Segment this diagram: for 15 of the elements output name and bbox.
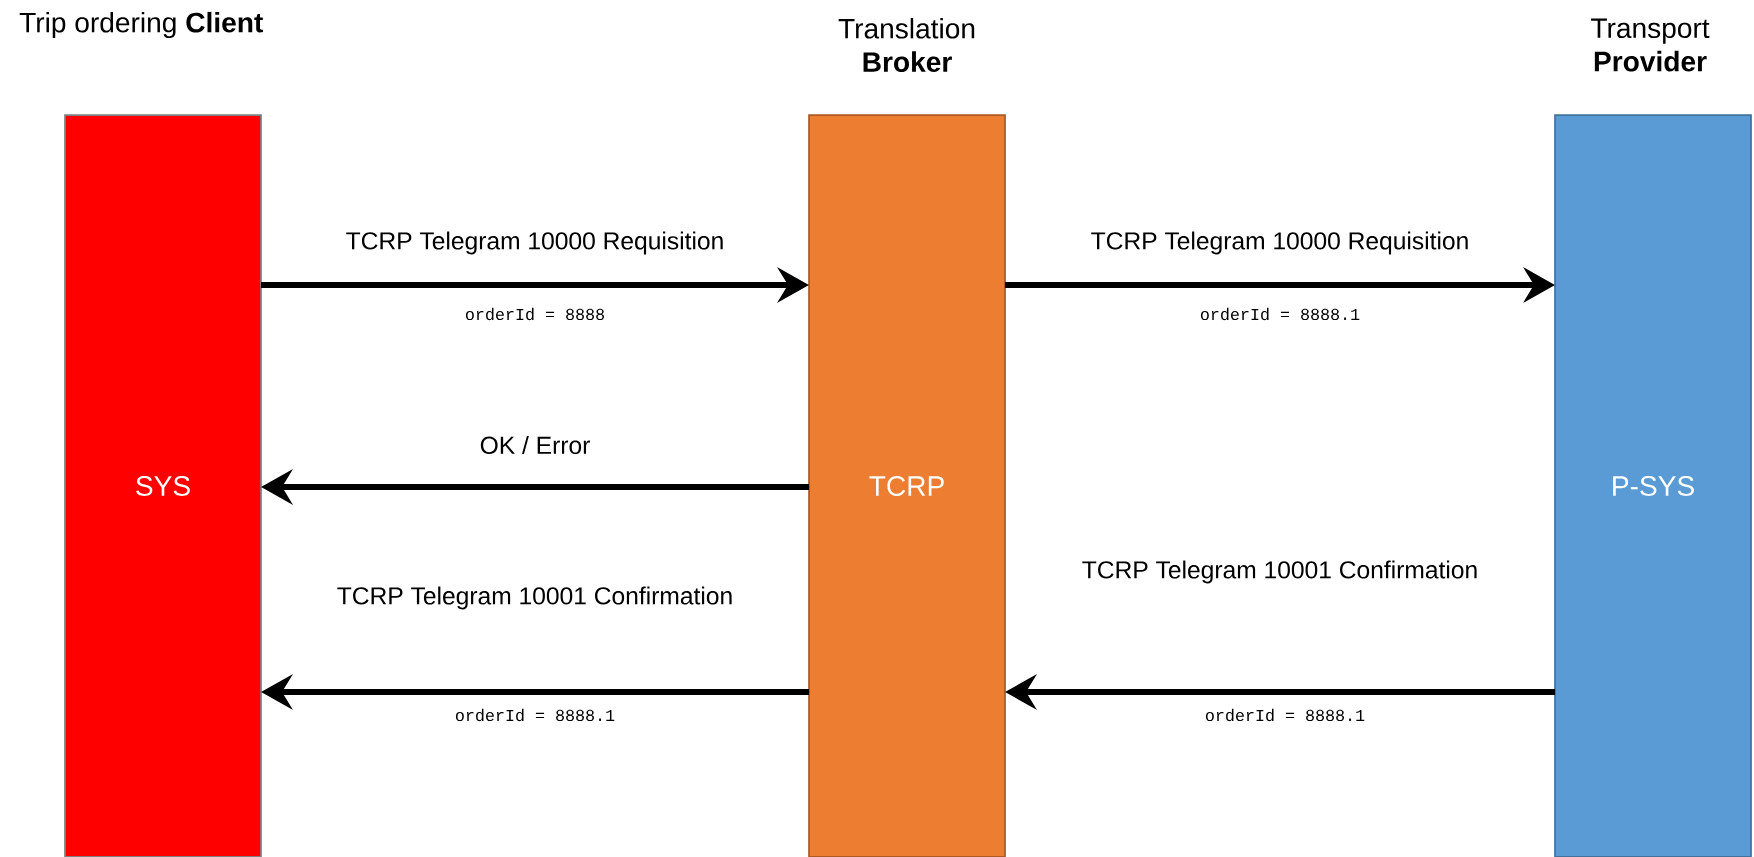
edge-label: TCRP Telegram 10000 Requisition bbox=[343, 229, 727, 257]
lifeline-box: TCRP bbox=[808, 114, 1006, 857]
heading: Transport Provider bbox=[1591, 18, 1710, 72]
parameter-text: orderId = 8888 bbox=[465, 307, 604, 321]
edge-label: TCRP Telegram 10001 Confirmation bbox=[335, 584, 735, 612]
heading: Trip ordering Client bbox=[19, 11, 263, 39]
heading: Translation Broker bbox=[838, 18, 975, 72]
parameter-text: orderId = 8888.1 bbox=[455, 708, 615, 722]
edge-label: TCRP Telegram 10001 Confirmation bbox=[1080, 558, 1480, 586]
lifeline-box: SYS bbox=[64, 114, 262, 857]
parameter-text: orderId = 8888.1 bbox=[1205, 708, 1365, 722]
edge-label: OK / Error bbox=[477, 434, 593, 456]
parameter-text: orderId = 8888.1 bbox=[1200, 307, 1360, 321]
edge-label: TCRP Telegram 10000 Requisition bbox=[1088, 229, 1472, 257]
lifeline-box: P-SYS bbox=[1554, 114, 1752, 857]
